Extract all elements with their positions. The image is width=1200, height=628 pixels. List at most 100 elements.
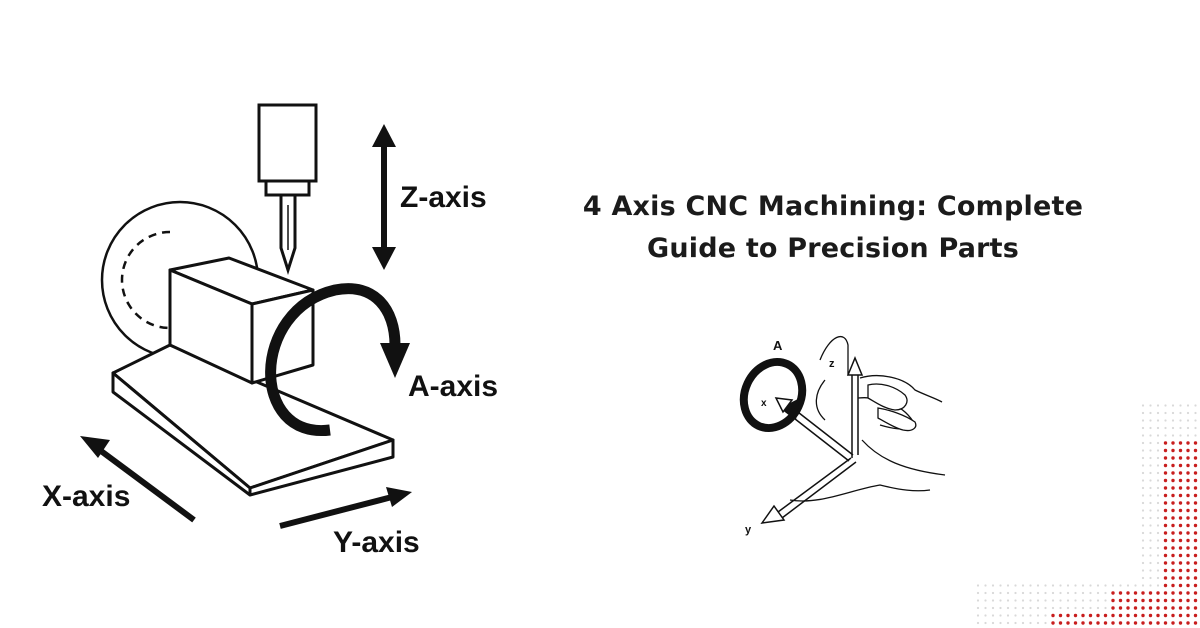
decor-dot — [1178, 516, 1183, 520]
decor-dot — [1178, 538, 1183, 543]
decor-dot — [1051, 621, 1055, 625]
decor-dot — [1036, 621, 1040, 625]
decor-dot — [1186, 591, 1190, 595]
decor-dot — [1081, 613, 1085, 618]
decor-dot — [1021, 591, 1025, 595]
spindle-collet — [264, 179, 311, 197]
decor-dot — [1163, 516, 1168, 520]
decor-dot — [1193, 583, 1198, 588]
decor-dot — [1156, 419, 1160, 422]
decor-dot — [1171, 516, 1175, 520]
machine-diagram — [80, 103, 412, 529]
decor-dot — [1014, 591, 1017, 595]
decor-dot — [1111, 591, 1115, 595]
decor-dot — [1163, 441, 1168, 445]
decor-dot — [991, 584, 995, 587]
decor-dot — [1163, 568, 1168, 573]
decor-dot — [1141, 404, 1145, 407]
decor-dot — [1163, 561, 1168, 565]
decor-dot — [984, 621, 987, 625]
decor-dot — [976, 591, 980, 595]
decor-dot — [1089, 599, 1092, 602]
decor-dot — [1193, 501, 1198, 505]
decor-dot — [1163, 493, 1168, 498]
decor-dot — [1179, 426, 1182, 430]
hand-a-label: A — [773, 338, 783, 353]
decor-dot — [1126, 613, 1130, 618]
decor-dot — [1149, 434, 1152, 437]
decor-dot — [1156, 576, 1160, 580]
decor-dot — [1126, 591, 1130, 595]
decor-dot — [1193, 613, 1198, 618]
decor-dot — [1141, 591, 1145, 595]
decor-dot — [1059, 599, 1062, 602]
decor-dot — [1171, 598, 1175, 603]
decor-dot — [1073, 613, 1078, 618]
decor-dot — [1006, 614, 1010, 617]
decor-dot — [1096, 621, 1100, 625]
a-axis-arrow — [265, 283, 401, 436]
decor-dot — [991, 621, 995, 625]
decor-dot — [1156, 546, 1160, 550]
decor-dot — [1044, 591, 1047, 595]
decor-dot — [1141, 539, 1145, 542]
decor-dot — [976, 606, 980, 610]
decor-dot — [1141, 606, 1145, 610]
decor-dot — [1066, 591, 1070, 595]
decor-dot — [1149, 524, 1152, 527]
decor-dot — [1014, 599, 1017, 602]
decor-dot — [1059, 606, 1062, 610]
decor-dot — [1044, 599, 1047, 602]
decor-dot — [1149, 569, 1152, 572]
decor-dot — [1081, 591, 1085, 595]
decor-dot — [1163, 471, 1168, 475]
decor-dot — [1141, 426, 1145, 430]
decor-dot — [1141, 598, 1145, 603]
decor-dot — [1006, 621, 1010, 625]
decor-dot — [1178, 531, 1183, 535]
decor-dot — [1051, 584, 1055, 587]
decor-dot — [1163, 598, 1168, 603]
decor-dot — [991, 606, 995, 610]
decor-dot — [1186, 546, 1190, 550]
decor-dot — [1141, 576, 1145, 580]
x-axis-label: X-axis — [42, 480, 131, 513]
decor-dot — [1029, 606, 1032, 610]
decor-dot — [999, 584, 1002, 587]
decor-dot — [1156, 554, 1160, 557]
decor-dot — [1096, 599, 1100, 602]
decor-dot — [1178, 576, 1183, 580]
decor-dot — [1156, 456, 1160, 460]
decor-dot — [1186, 516, 1190, 520]
decor-dot — [1141, 569, 1145, 572]
decor-dot — [976, 614, 980, 617]
decor-dot — [1193, 516, 1198, 520]
decorative-dot-pattern — [976, 404, 1198, 625]
decor-dot — [1186, 621, 1190, 625]
decor-dot — [1178, 561, 1183, 565]
decor-dot — [1194, 426, 1197, 430]
decor-dot — [1149, 554, 1152, 557]
decor-dot — [1193, 553, 1198, 558]
decor-dot — [1156, 411, 1160, 415]
z-axis-label: Z-axis — [400, 181, 487, 214]
decor-dot — [1081, 599, 1085, 602]
decor-dot — [1156, 426, 1160, 430]
decor-dot — [1186, 606, 1190, 610]
decor-dot — [1141, 471, 1145, 475]
decor-dot — [1186, 419, 1190, 422]
decor-dot — [1163, 591, 1168, 595]
decor-dot — [1074, 584, 1077, 587]
decor-dot — [1178, 613, 1183, 618]
decor-dot — [1171, 486, 1175, 490]
decor-dot — [1111, 606, 1115, 610]
decor-dot — [1074, 591, 1077, 595]
decor-dot — [999, 606, 1002, 610]
decor-dot — [1014, 614, 1017, 617]
decor-dot — [1164, 411, 1167, 415]
decor-dot — [1058, 613, 1063, 618]
decor-dot — [1156, 531, 1160, 535]
decor-dot — [1171, 561, 1175, 565]
decor-dot — [1156, 486, 1160, 490]
decor-dot — [1163, 538, 1168, 543]
